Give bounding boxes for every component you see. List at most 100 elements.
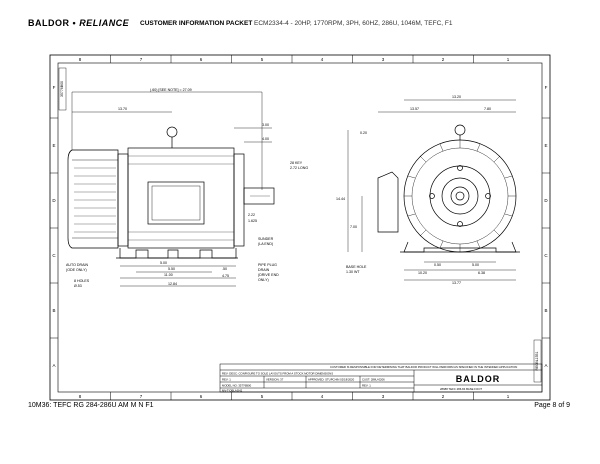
zone-left-b: B xyxy=(52,308,55,313)
approved: APPROVED: STUPCHIN 02/18/2020 xyxy=(308,378,355,382)
dim-5-00: 5.00 xyxy=(160,261,167,265)
base-hole-1: BASE HOLE xyxy=(346,265,367,269)
dim-0-20: 0.20 xyxy=(360,131,367,135)
title-block-logo: BALDOR xyxy=(456,374,501,384)
packet-title: CUSTOMER INFORMATION PACKET xyxy=(140,20,253,27)
zone-left-c: C xyxy=(52,253,56,258)
version: VERSION: 37 xyxy=(266,378,284,382)
model-no: MODEL NO: 35776B00 xyxy=(222,384,252,388)
zone-bottom-6: 6 xyxy=(200,394,203,399)
dim-6-38: 6.38 xyxy=(478,271,485,275)
zone-top-8: 8 xyxy=(79,57,82,62)
auto-drain-1: AUTO DRAIN xyxy=(66,263,89,267)
right-margin-label: RE0BL1551 xyxy=(535,352,539,371)
motor-spec: ECM2334-4 - 20HP, 1770RPM, 3PH, 60HZ, 28… xyxy=(254,20,453,27)
dim-0-50: 0.50 xyxy=(434,263,441,267)
dim-13-70: 13.70 xyxy=(118,107,127,111)
zone-bottom-8: 8 xyxy=(79,394,82,399)
dim-11-00: 11.00 xyxy=(164,273,173,277)
title-block-text: CUSTOMER IS RESPONSIBLE FOR DETERMINING … xyxy=(222,365,517,393)
zone-labels: 8 7 6 5 4 3 2 1 8 7 6 5 4 3 2 1 F E D C … xyxy=(52,57,548,399)
zone-left-f: F xyxy=(53,85,56,90)
title-block xyxy=(219,363,543,393)
zone-top-2: 2 xyxy=(442,57,445,62)
auto-drain-2: (ODE ONLY) xyxy=(66,268,87,272)
sunder-2: (LA END) xyxy=(258,242,273,246)
dim-13-20: 13.20 xyxy=(452,95,461,99)
pipe-plug-4: ONLY) xyxy=(258,278,269,282)
zone-right-e: E xyxy=(544,143,547,148)
dim-7-00: 7.00 xyxy=(350,225,357,229)
zone-left-a: A xyxy=(52,363,55,368)
sunder-1: SUNDER xyxy=(258,237,274,241)
dim-4-00: 4.00 xyxy=(262,137,269,141)
customer-note: CUSTOMER IS RESPONSIBLE FOR DETERMINING … xyxy=(330,365,517,369)
zone-left-d: D xyxy=(52,198,56,203)
drawing-title: 28688 TEFC 286-84 BASE FOOT xyxy=(440,387,482,391)
side-view-dimensions xyxy=(71,91,272,287)
zone-right-a: A xyxy=(544,363,547,368)
dim-overall: (.60) [SEE NOTE] = 27.09 xyxy=(150,88,192,92)
base-hole-2: 1.30 WT xyxy=(346,270,360,274)
dim-50: .50 xyxy=(222,267,227,271)
side-view-labels: (.60) [SEE NOTE] = 27.09 13.70 3.00 4.00… xyxy=(66,88,308,288)
customer: CUST: 286U-0206 xyxy=(362,378,385,382)
zone-bottom-1: 1 xyxy=(507,394,510,399)
dim-13-57: 13.57 xyxy=(410,107,419,111)
end-view-labels: 13.20 13.57 7.80 0.20 14.44 7.00 0.50 5.… xyxy=(336,95,491,285)
dim-13-77: 13.77 xyxy=(452,281,461,285)
zone-bottom-7: 7 xyxy=(140,394,143,399)
dim-14-44: 14.44 xyxy=(336,197,345,201)
zone-right-b: B xyxy=(544,308,547,313)
dim-10-20: 10.20 xyxy=(418,271,427,275)
left-margin-label: 35776B00 xyxy=(60,81,64,97)
drawing-inner-border xyxy=(57,62,543,393)
zone-top-7: 7 xyxy=(140,57,143,62)
rev: REV: 1 xyxy=(222,378,231,382)
dim-key-1: 28 KEY xyxy=(290,161,303,165)
drawing-outer-border xyxy=(49,54,551,401)
motor-end-view xyxy=(377,124,520,253)
brand-main: BALDOR xyxy=(28,18,70,28)
footer-doc-id: 10M36: TEFC RG 284-286U AM M N F1 xyxy=(28,402,154,409)
rev-small: REV: 1 xyxy=(362,384,371,388)
dim-2-22: 2.22 xyxy=(248,213,255,217)
dim-4-75: 4.75 xyxy=(222,274,229,278)
zone-bottom-3: 3 xyxy=(382,394,385,399)
sheet-ref: MV-T-DBLASH2 xyxy=(222,389,243,393)
zone-top-5: 5 xyxy=(261,57,264,62)
zone-right-f: F xyxy=(545,85,548,90)
rev-line: REV: DESC: CONFIGURE TO SOLE LAYOUTS FRO… xyxy=(222,372,333,376)
zone-top-3: 3 xyxy=(382,57,385,62)
footer-page-number: Page 8 of 9 xyxy=(534,402,570,409)
zone-bottom-2: 2 xyxy=(442,394,445,399)
document-header: BALDOR • RELIANCE CUSTOMER INFORMATION P… xyxy=(28,18,572,32)
zone-bottom-5: 5 xyxy=(261,394,264,399)
pipe-plug-1: PIPE PLUG xyxy=(258,263,277,267)
dim-7-80: 7.80 xyxy=(484,107,491,111)
zone-left-e: E xyxy=(52,143,55,148)
zone-top-1: 1 xyxy=(507,57,510,62)
zone-right-c: C xyxy=(544,253,548,258)
zone-top-4: 4 xyxy=(321,57,324,62)
brand-sub: RELIANCE xyxy=(79,18,130,28)
holes-1: 8 HOLES xyxy=(74,279,90,283)
zone-top-6: 6 xyxy=(200,57,203,62)
motor-side-view xyxy=(67,126,275,259)
dim-5-00b: 5.00 xyxy=(472,263,479,267)
holes-2: Ø.53 xyxy=(74,284,82,288)
dim-5-50: 5.50 xyxy=(168,267,175,271)
baldor-logo: BALDOR • RELIANCE xyxy=(28,18,129,28)
dim-12-84: 12.84 xyxy=(168,282,177,286)
zone-ticks xyxy=(50,55,550,400)
dim-key-2: 2.72 LONG xyxy=(290,166,308,170)
end-view-dimensions xyxy=(347,99,516,281)
dim-3-00: 3.00 xyxy=(262,123,269,127)
zone-bottom-4: 4 xyxy=(321,394,324,399)
pipe-plug-2: DRAIN xyxy=(258,268,270,272)
zone-right-d: D xyxy=(544,198,548,203)
brand-separator: • xyxy=(72,18,77,28)
dim-1-625: 1.625 xyxy=(248,219,257,223)
pipe-plug-3: (DRIVE END xyxy=(258,273,279,277)
